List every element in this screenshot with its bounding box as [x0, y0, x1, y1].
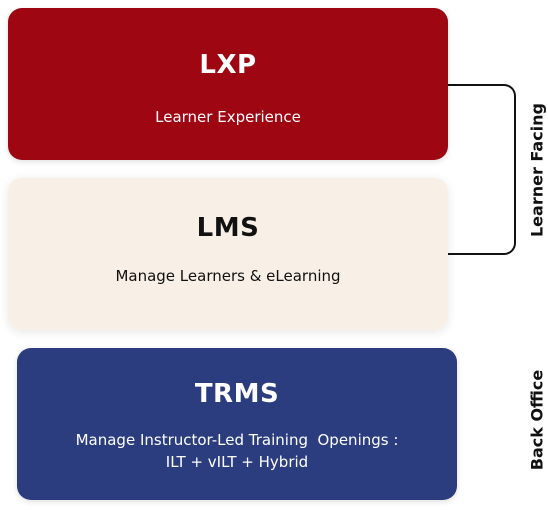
trms-subtitle: Manage Instructor-Led Training Openings …	[76, 429, 399, 473]
trms-subtitle-line-2: ILT + vILT + Hybrid	[165, 453, 309, 471]
lxp-subtitle: Learner Experience	[155, 108, 301, 126]
learner-facing-bracket	[448, 84, 516, 255]
lms-subtitle: Manage Learners & eLearning	[115, 267, 341, 285]
back-office-label: Back Office	[527, 369, 547, 471]
lxp-title: LXP	[199, 50, 257, 80]
trms-subtitle-line-1: Manage Instructor-Led Training Openings …	[75, 431, 399, 449]
learner-facing-label: Learner Facing	[527, 102, 547, 238]
trms-title: TRMS	[194, 379, 280, 409]
lxp-box: LXP Learner Experience	[8, 8, 448, 160]
trms-box: TRMS Manage Instructor-Led Training Open…	[17, 348, 457, 500]
lms-title: LMS	[196, 213, 260, 243]
lms-box: LMS Manage Learners & eLearning	[8, 178, 448, 330]
